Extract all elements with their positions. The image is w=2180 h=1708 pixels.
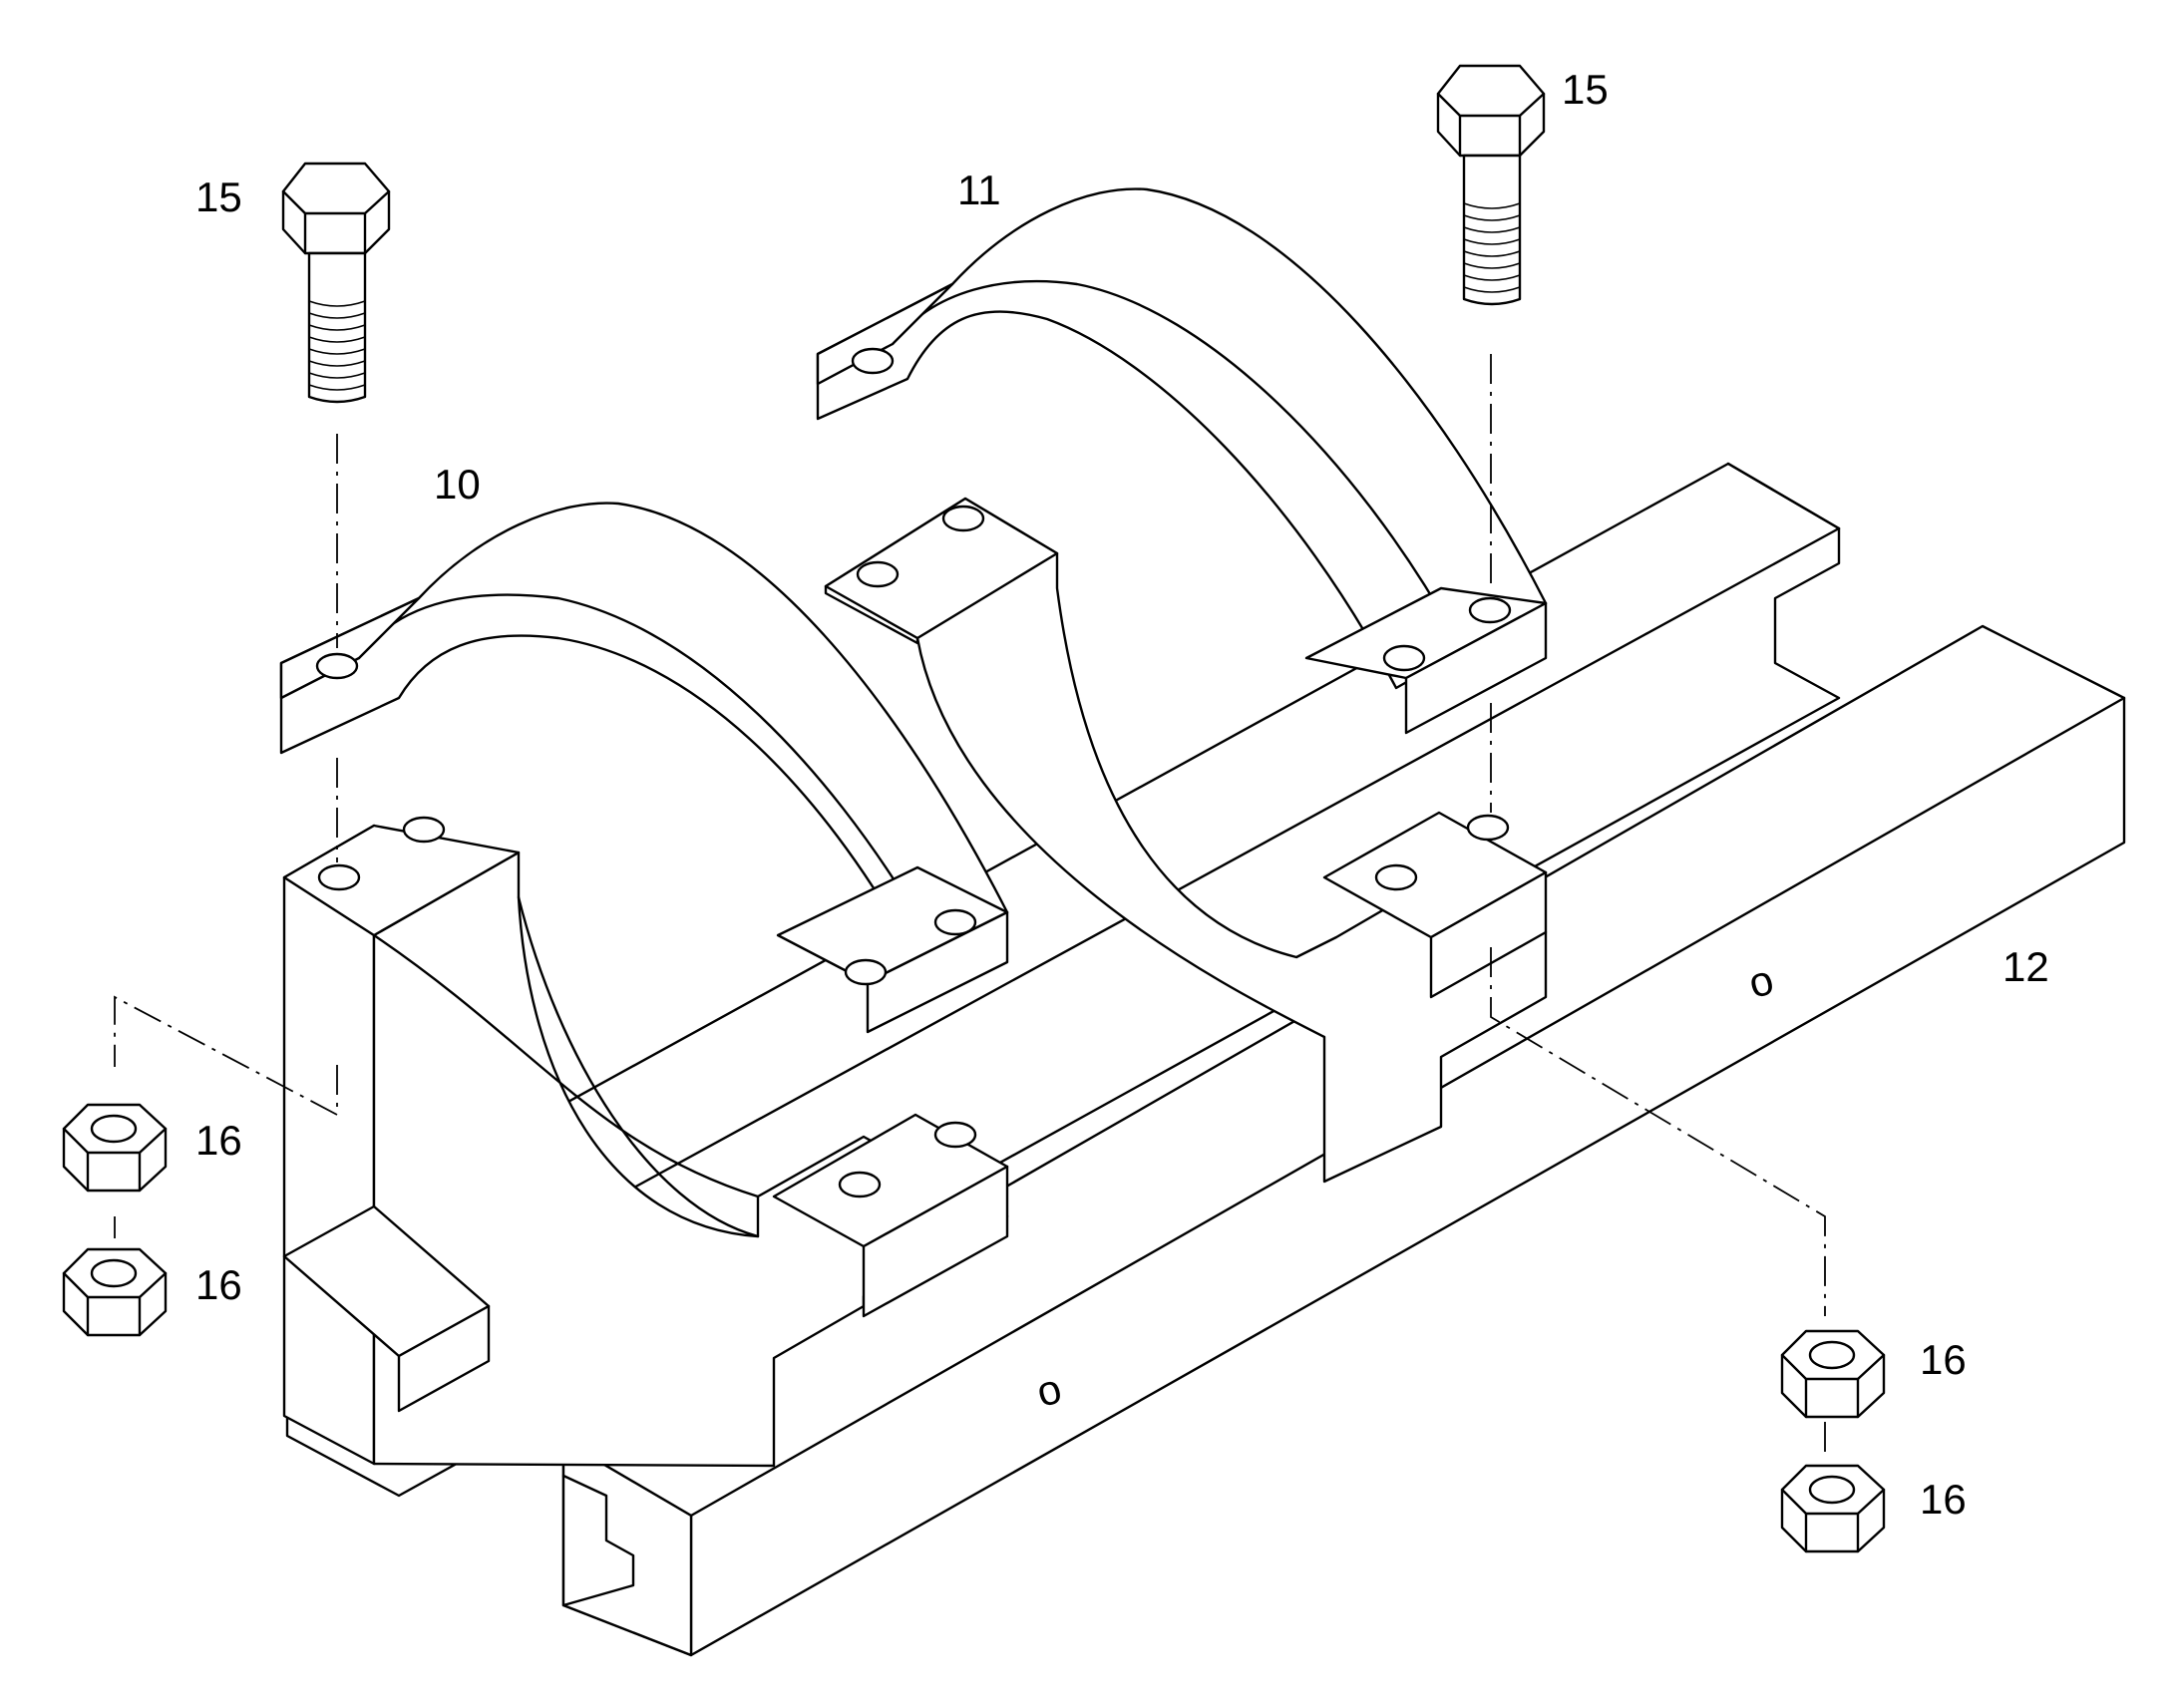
bolt-hole [851, 347, 895, 375]
bolt-hole [1382, 644, 1426, 672]
nut-right-lower [1780, 1464, 1886, 1553]
bolt-hole [1466, 814, 1510, 842]
lower-saddle-rear [824, 497, 1548, 1184]
bolt-hole [844, 958, 888, 986]
bolt-hole [315, 652, 359, 680]
callout-clamp-rear: 11 [957, 167, 1001, 213]
bolt-hole [856, 560, 900, 588]
callout-nut-left-lower: 16 [195, 1261, 242, 1308]
nut-right-upper [1780, 1329, 1886, 1419]
bolt-hole [933, 908, 977, 936]
callout-bolt-left: 15 [195, 173, 242, 220]
lower-saddle-front [282, 816, 1009, 1468]
bolt-hole [1468, 596, 1512, 624]
bolt-hole [933, 1121, 977, 1149]
bolt-hole [941, 505, 985, 532]
bolt-right [1436, 64, 1546, 306]
assembly-center-lines [114, 354, 1826, 1458]
bolt-hole [317, 863, 361, 891]
nut-left-upper [62, 1103, 168, 1193]
callout-nut-right-lower: 16 [1920, 1476, 1967, 1523]
callout-nut-right-upper: 16 [1920, 1336, 1967, 1383]
bolt-hole [838, 1171, 882, 1198]
bolt-left [281, 162, 391, 404]
upper-clamp-rear [816, 187, 1548, 735]
bolt-hole [1374, 863, 1418, 891]
callout-nut-left-upper: 16 [195, 1117, 242, 1164]
callout-bolt-right: 15 [1562, 66, 1609, 113]
upper-clamp-front [279, 502, 1009, 1034]
callout-rail: 12 [2002, 943, 2049, 990]
bolt-hole [402, 816, 446, 844]
callout-clamp-front: 10 [434, 461, 481, 508]
nut-left-lower [62, 1247, 168, 1337]
